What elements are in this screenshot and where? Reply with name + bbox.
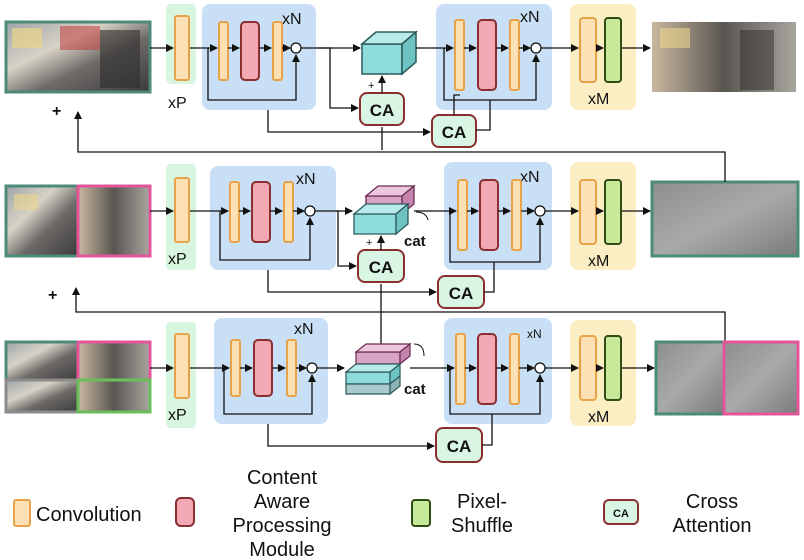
xn-label-3b: xN: [527, 327, 542, 341]
legend-convolution-icon: [13, 499, 31, 527]
output-residual-row3: [654, 340, 800, 416]
add-node: [290, 42, 302, 54]
conv-icon: [230, 339, 241, 397]
connections-row3: [150, 364, 655, 450]
conv-icon: [511, 179, 522, 251]
legend-capm-line1: Content: [247, 467, 317, 489]
conv-icon: [579, 335, 597, 401]
residual-block-2: [210, 166, 336, 270]
xn-label-1b: xN: [520, 9, 540, 26]
conv-icon: [229, 181, 240, 243]
row-1: + xP xN + CA CA xN xM: [4, 4, 796, 148]
legend-capm-line4: Module: [249, 539, 315, 560]
capm-icon: [477, 333, 497, 405]
plus-sign-2: +: [48, 287, 57, 304]
legend-ps-line2: Shuffle: [451, 515, 513, 537]
xp-label-3: xP: [168, 407, 187, 424]
input-frame-row1: [4, 20, 152, 94]
add-node: [306, 362, 318, 374]
xn-label-3: xN: [294, 321, 314, 338]
cat-label-2: cat: [404, 233, 426, 250]
connections-row1: [150, 44, 651, 136]
conv-icon: [174, 15, 190, 81]
input-frame-row3: [4, 340, 152, 414]
xn-label-2b: xN: [520, 169, 540, 186]
xm-label-2: xM: [588, 253, 609, 270]
legend-ca-icon: [603, 499, 639, 525]
xn-label-2: xN: [296, 171, 316, 188]
conv-icon: [286, 339, 297, 397]
conv-icon: [579, 17, 597, 83]
ca-label: CA: [370, 101, 395, 120]
plus-small-2: +: [366, 237, 372, 249]
feedback-connections: [72, 111, 726, 344]
pixel-shuffle-icon: [604, 335, 622, 401]
conv-icon: [509, 333, 520, 405]
output-residual-row2: [650, 180, 800, 258]
plus-small-1: +: [368, 80, 374, 92]
output-image-row1: [652, 22, 796, 92]
conv-icon: [218, 21, 229, 81]
conv-icon: [509, 19, 520, 91]
conv-icon: [454, 19, 465, 91]
pixel-shuffle-icon: [604, 179, 622, 245]
pixel-shuffle-icon: [604, 17, 622, 83]
conv-icon: [174, 333, 190, 399]
add-node: [534, 205, 546, 217]
conv-icon: [579, 179, 597, 245]
row-2: + xP xN cat + CA CA xN: [4, 162, 800, 309]
ca-label: CA: [447, 437, 472, 456]
xn-label-1: xN: [282, 11, 302, 28]
conv-icon: [174, 177, 190, 243]
conv-icon: [457, 179, 468, 251]
cat-brace: [413, 343, 425, 357]
xm-label-1: xM: [588, 91, 609, 108]
capm-icon: [240, 21, 260, 81]
conv-icon: [283, 181, 294, 243]
capm-icon: [479, 179, 499, 251]
ca-label: CA: [369, 258, 394, 277]
legend: Convolution Content Aware Processing Mod…: [13, 467, 752, 560]
legend-capm-icon: [175, 497, 195, 527]
ca-label: CA: [449, 284, 474, 303]
add-node: [304, 205, 316, 217]
capm-icon: [477, 19, 497, 91]
plus-sign-1: +: [52, 103, 61, 120]
feature-cube-1: [359, 30, 419, 76]
legend-ca-line2: Attention: [673, 515, 752, 537]
xp-label-1: xP: [168, 95, 187, 112]
xm-label-3: xM: [588, 409, 609, 426]
conv-icon: [455, 333, 466, 405]
capm-icon: [253, 339, 273, 397]
legend-ca-icon-label: CA: [613, 508, 629, 520]
legend-pixel-shuffle-icon: [411, 499, 431, 527]
add-node: [534, 362, 546, 374]
ca-label: CA: [442, 123, 467, 142]
feature-cube-3: [344, 342, 412, 396]
feature-cube-2: [352, 184, 416, 236]
capm-icon: [251, 181, 271, 243]
input-frame-row2: [4, 184, 152, 258]
row-3: xP xN cat CA xN xM: [4, 318, 800, 463]
cat-brace: [415, 211, 429, 221]
cat-label-3: cat: [404, 381, 426, 398]
legend-convolution: Convolution: [36, 504, 142, 526]
legend-ps-line1: Pixel-: [457, 491, 507, 513]
conv-icon: [272, 21, 283, 81]
legend-ca-line1: Cross: [686, 491, 738, 513]
connections-row2: [150, 207, 651, 296]
add-node: [530, 42, 542, 54]
xp-label-2: xP: [168, 251, 187, 268]
residual-block-3b: [444, 318, 552, 424]
legend-capm-line2: Aware: [254, 491, 310, 513]
legend-capm-line3: Processing: [233, 515, 332, 537]
